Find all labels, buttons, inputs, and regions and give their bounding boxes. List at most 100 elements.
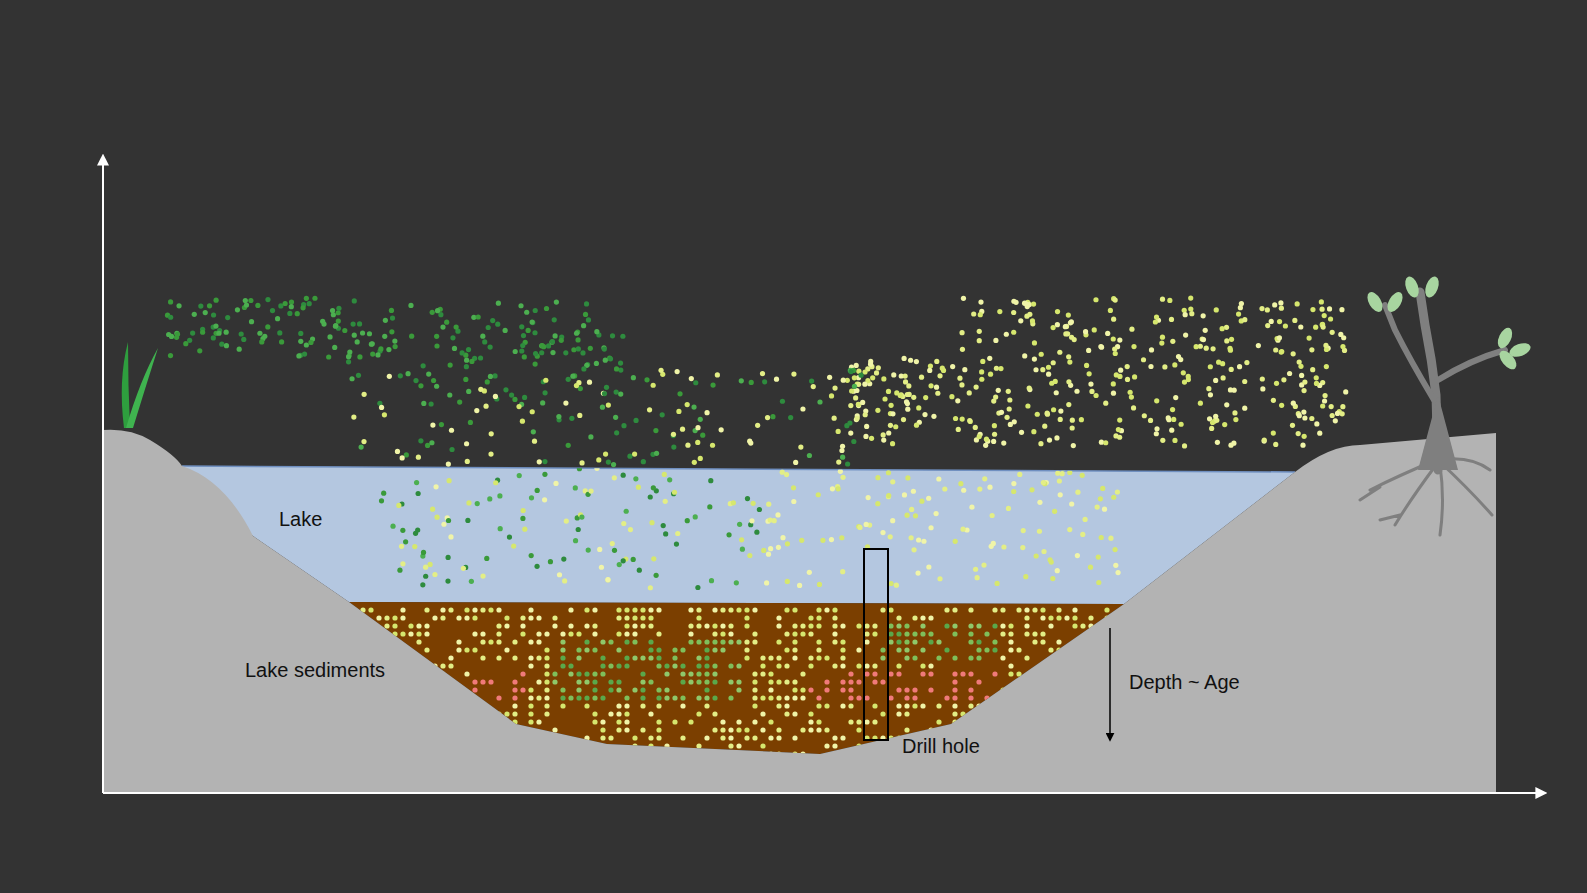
pollen-dot xyxy=(1082,517,1087,522)
pollen-dot xyxy=(923,395,928,400)
pollen-dot xyxy=(586,547,591,552)
pollen-dot xyxy=(469,579,474,584)
pollen-dot xyxy=(614,430,619,435)
pollen-dot xyxy=(1011,299,1016,304)
pollen-dot xyxy=(680,427,685,432)
pollen-dot xyxy=(1072,337,1077,342)
pollen-dot xyxy=(530,409,535,414)
pollen-dot xyxy=(1040,631,1045,636)
pollen-dot xyxy=(1032,719,1037,724)
pollen-dot xyxy=(793,460,798,465)
pollen-dot xyxy=(916,537,921,542)
pollen-dot xyxy=(712,695,717,700)
pollen-dot xyxy=(808,719,813,724)
pollen-dot xyxy=(600,719,605,724)
pollen-dot xyxy=(456,647,461,652)
pollen-dot xyxy=(1341,335,1346,340)
pollen-dot xyxy=(647,407,652,412)
pollen-dot xyxy=(736,687,741,692)
pollen-dot xyxy=(695,585,700,590)
pollen-dot xyxy=(544,306,549,311)
pollen-dot xyxy=(726,532,731,537)
pollen-dot xyxy=(542,390,547,395)
pollen-dot xyxy=(576,647,581,652)
pollen-dot xyxy=(784,647,789,652)
pollen-dot xyxy=(1054,435,1059,440)
pollen-dot xyxy=(648,751,653,756)
pollen-dot xyxy=(852,384,857,389)
pollen-dot xyxy=(330,308,335,313)
pollen-dot xyxy=(1054,390,1059,395)
pollen-dot xyxy=(797,583,802,588)
pollen-dot xyxy=(576,655,581,660)
pollen-dot xyxy=(904,631,909,636)
pollen-dot xyxy=(559,338,564,343)
pollen-dot xyxy=(190,330,195,335)
pollen-dot xyxy=(792,639,797,644)
pollen-dot xyxy=(632,743,637,748)
pollen-dot xyxy=(680,647,685,652)
pollen-dot xyxy=(1335,411,1340,416)
pollen-dot xyxy=(1278,300,1283,305)
pollen-dot xyxy=(1019,430,1024,435)
pollen-dot xyxy=(480,655,485,660)
pollen-dot xyxy=(175,332,180,337)
pollen-dot xyxy=(1322,398,1327,403)
pollen-dot xyxy=(588,434,593,439)
pollen-dot xyxy=(984,437,989,442)
pollen-dot xyxy=(928,663,933,668)
pollen-dot xyxy=(770,414,775,419)
pollen-dot xyxy=(392,631,397,636)
pollen-dot xyxy=(504,647,509,652)
pollen-dot xyxy=(466,500,471,505)
pollen-dot xyxy=(624,623,629,628)
pollen-dot xyxy=(575,337,580,342)
pollen-dot xyxy=(816,719,821,724)
pollen-dot xyxy=(856,727,861,732)
pollen-dot xyxy=(1055,309,1060,314)
pollen-dot xyxy=(592,751,597,756)
pollen-dot xyxy=(937,576,942,581)
pollen-dot xyxy=(1008,647,1013,652)
pollen-dot xyxy=(504,615,509,620)
pollen-dot xyxy=(824,687,829,692)
pollen-dot xyxy=(1022,301,1027,306)
pollen-dot xyxy=(395,449,400,454)
pollen-dot xyxy=(751,501,756,506)
pollen-dot xyxy=(1068,320,1073,325)
pollen-dot xyxy=(542,472,547,477)
pollen-dot xyxy=(791,485,796,490)
pollen-dot xyxy=(1080,671,1085,676)
pollen-dot xyxy=(440,324,445,329)
pollen-dot xyxy=(375,352,380,357)
pollen-dot xyxy=(872,671,877,676)
pollen-dot xyxy=(1330,330,1335,335)
pollen-dot xyxy=(695,425,700,430)
pollen-dot xyxy=(1080,695,1085,700)
pollen-dot xyxy=(775,512,780,517)
pollen-dot xyxy=(1004,415,1009,420)
pollen-dot xyxy=(1238,305,1243,310)
pollen-dot xyxy=(962,367,967,372)
pollen-dot xyxy=(707,504,712,509)
pollen-dot xyxy=(579,460,584,465)
pollen-dot xyxy=(472,687,477,692)
pollen-dot xyxy=(807,570,812,575)
pollen-dot xyxy=(536,639,541,644)
pollen-dot xyxy=(648,615,653,620)
pollen-dot xyxy=(632,451,637,456)
pollen-dot xyxy=(654,451,659,456)
pollen-dot xyxy=(1182,443,1187,448)
pollen-dot xyxy=(1008,711,1013,716)
pollen-dot xyxy=(536,751,541,756)
pollen-dot xyxy=(967,390,972,395)
pollen-dot xyxy=(408,655,413,660)
pollen-dot xyxy=(560,695,565,700)
pollen-dot xyxy=(568,631,573,636)
x-axis xyxy=(103,792,1545,794)
pollen-dot xyxy=(648,623,653,628)
pollen-dot xyxy=(327,334,332,339)
pollen-dot xyxy=(1108,536,1113,541)
pollen-dot xyxy=(1153,319,1158,324)
pollen-dot xyxy=(519,324,524,329)
